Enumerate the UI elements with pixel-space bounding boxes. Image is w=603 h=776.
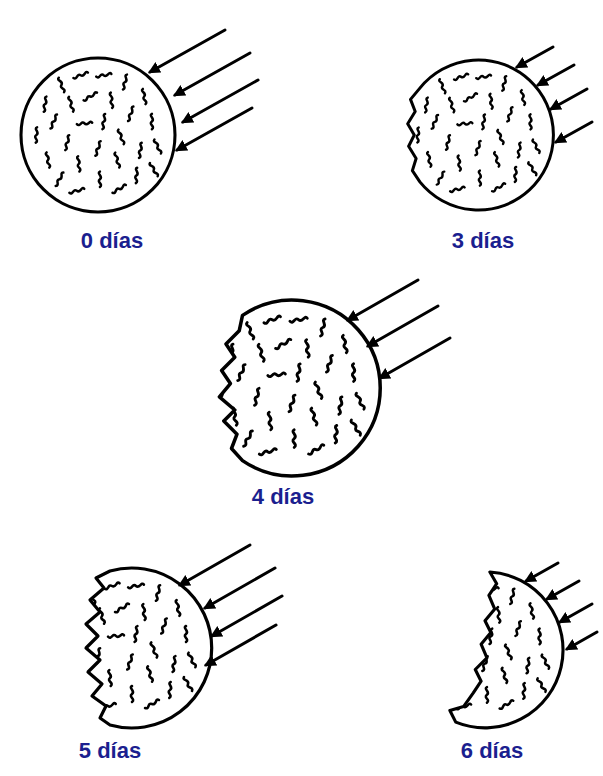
sphere-outline xyxy=(21,58,175,212)
day-label: 3 días xyxy=(452,228,514,254)
day-label: 6 días xyxy=(461,738,523,764)
light-arrows xyxy=(150,30,597,665)
arrow xyxy=(567,632,597,649)
arrow xyxy=(177,108,252,150)
arrow xyxy=(380,338,450,378)
arrow xyxy=(212,596,282,636)
arrow xyxy=(175,53,250,95)
sphere xyxy=(64,568,212,728)
day-label: 0 días xyxy=(81,228,143,254)
arrow xyxy=(206,625,276,665)
day-label: 4 días xyxy=(252,484,314,510)
arrow xyxy=(205,568,275,608)
arrow xyxy=(556,122,592,142)
arrow xyxy=(547,581,579,599)
sphere-outline xyxy=(408,60,554,210)
arrow xyxy=(150,30,225,72)
arrow xyxy=(368,306,438,346)
sphere xyxy=(219,300,380,476)
arrow xyxy=(526,563,558,581)
arrow xyxy=(538,65,574,85)
sphere xyxy=(21,58,175,212)
arrow xyxy=(517,47,553,67)
texture xyxy=(220,316,366,456)
texture xyxy=(416,73,540,192)
arrow xyxy=(348,280,418,320)
sphere-outline xyxy=(219,300,380,476)
texture xyxy=(35,72,162,194)
arrow xyxy=(551,89,587,109)
sphere xyxy=(421,572,563,728)
arrow xyxy=(560,604,592,622)
arrow xyxy=(180,545,250,585)
sphere xyxy=(408,60,554,210)
day-label: 5 días xyxy=(79,738,141,764)
texture xyxy=(421,586,550,710)
arrow xyxy=(183,80,258,122)
texture xyxy=(64,582,196,709)
